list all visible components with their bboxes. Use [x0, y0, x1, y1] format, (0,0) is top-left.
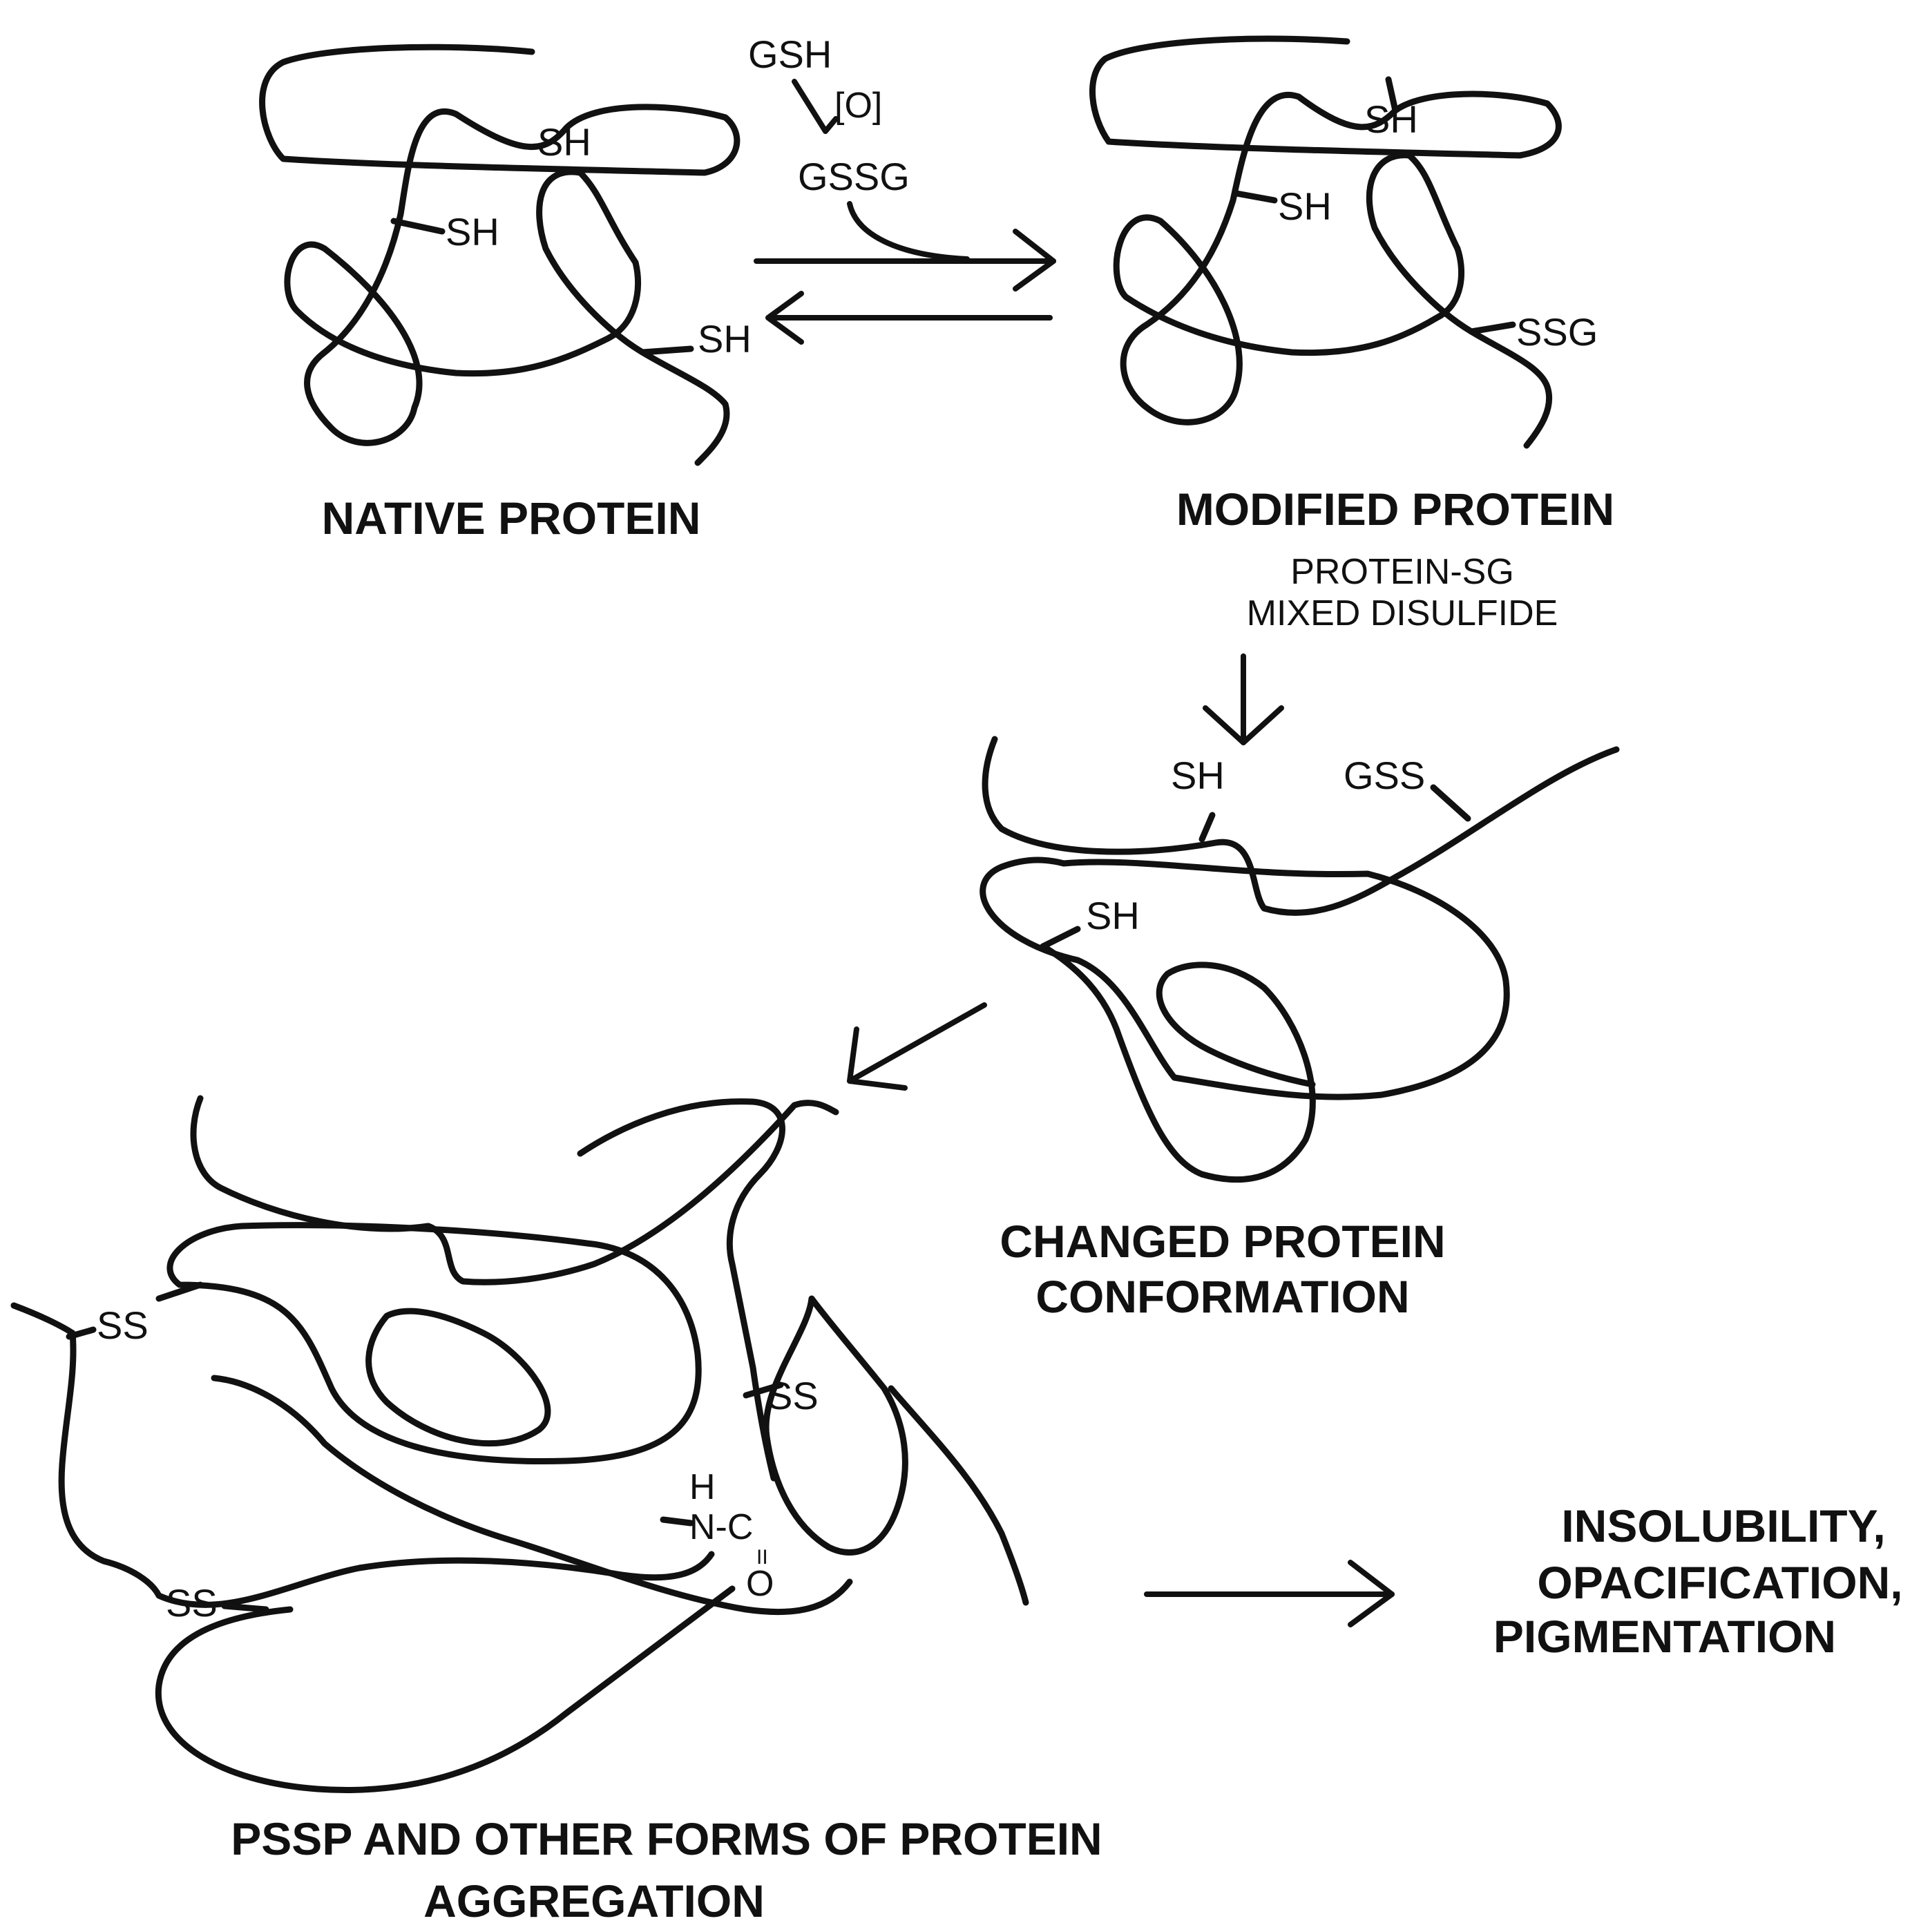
native-protein-structure: SH SH SH	[259, 44, 752, 466]
aggregate-title-2: AGGREGATION	[423, 1875, 765, 1926]
modified-protein-subtitle-2: MIXED DISULFIDE	[1247, 593, 1558, 633]
modified-protein-title: MODIFIED PROTEIN	[1176, 484, 1614, 535]
changed-gss-label: GSS	[1344, 754, 1425, 797]
aggregate-title-1: PSSP AND OTHER FORMS OF PROTEIN	[231, 1813, 1102, 1864]
aggregate-ss-bond-1	[66, 1326, 97, 1340]
native-sh-label-3: SH	[698, 317, 752, 361]
aggregate-chain-5	[211, 1375, 853, 1616]
changed-protein-structure: SH GSS SH	[980, 736, 1620, 1183]
aggregate-ss-bond-4	[221, 1603, 269, 1613]
aggregate-chain-8	[155, 1585, 736, 1794]
gssg-label: GSSG	[798, 155, 910, 198]
oxidant-label: [O]	[834, 86, 882, 126]
aggregate-chain-2	[577, 1098, 785, 1482]
aggregate-ss-label-3: SS	[166, 1581, 218, 1625]
modified-protein-subtitle-1: PROTEIN-SG	[1290, 552, 1514, 592]
aggregate-chain-7	[888, 1385, 1029, 1606]
crosslink-double-bond: II	[756, 1546, 768, 1569]
outcome-line-3: PIGMENTATION	[1493, 1611, 1836, 1662]
aggregate-chain-4	[10, 1302, 715, 1608]
native-chain	[259, 44, 741, 466]
outcome-arrow	[1144, 1560, 1395, 1627]
modified-sh-bond-1	[1385, 76, 1399, 114]
aggregate-loop-inner	[365, 1308, 551, 1447]
down-arrow	[1203, 653, 1284, 745]
changed-chain-tail	[1040, 943, 1316, 1183]
changed-chain-loop	[980, 857, 1510, 1100]
aggregate-chain-1	[190, 1095, 839, 1285]
changed-gss-bond	[1430, 784, 1471, 822]
crosslink-h-label: H	[689, 1467, 716, 1507]
gssg-curve	[847, 201, 970, 262]
native-sh-label-1: SH	[537, 120, 591, 164]
modified-sh-bond-2	[1233, 190, 1278, 204]
changed-sh-label-2: SH	[1086, 894, 1140, 937]
aggregate-ss-label-2: SS	[767, 1374, 819, 1417]
modified-ssg-label: SSG	[1516, 310, 1598, 354]
native-protein-title: NATIVE PROTEIN	[322, 492, 701, 544]
crosslink-o-label: O	[746, 1564, 774, 1604]
modified-sh-label-2: SH	[1278, 184, 1332, 228]
changed-protein-title-1: CHANGED PROTEIN	[1000, 1216, 1445, 1267]
aggregate-ss-label-1: SS	[97, 1303, 149, 1347]
reverse-arrow	[765, 291, 1053, 345]
native-sh-bond-2	[639, 345, 694, 356]
aggregate-chain-3	[166, 1222, 702, 1464]
aggregate-chain-6	[763, 1295, 908, 1556]
oxidation-reagents: GSH [O] GSSG	[748, 32, 970, 262]
aggregate-ss-bond-3	[743, 1381, 784, 1399]
aggregate-nh-bond	[660, 1516, 694, 1527]
outcome-line-2: OPACIFICATION,	[1537, 1557, 1902, 1608]
aggregate-structure: SS SS SS H N-C II O	[10, 1095, 1029, 1794]
crosslink-n-label: N-C	[689, 1507, 753, 1547]
modified-chain	[1089, 35, 1562, 449]
modified-ssg-bond	[1468, 321, 1516, 335]
gsh-to-gssg-arrow	[792, 79, 839, 134]
native-sh-label-2: SH	[446, 210, 499, 254]
changed-chain	[982, 736, 1620, 916]
forward-arrow	[754, 229, 1056, 291]
native-sh-bond-1	[390, 218, 446, 235]
outcome-line-1: INSOLUBILITY,	[1561, 1500, 1885, 1551]
diagonal-arrow	[847, 1002, 987, 1091]
modified-protein-structure: SH SH SSG	[1089, 35, 1598, 449]
changed-sh-bond-2	[1040, 926, 1081, 950]
changed-sh-bond-1	[1198, 812, 1216, 843]
modified-sh-label-1: SH	[1364, 97, 1418, 141]
aggregate-ss-bond-2	[155, 1281, 204, 1302]
gsh-label: GSH	[748, 32, 832, 76]
changed-sh-label-1: SH	[1171, 754, 1225, 797]
changed-protein-title-2: CONFORMATION	[1035, 1271, 1409, 1322]
